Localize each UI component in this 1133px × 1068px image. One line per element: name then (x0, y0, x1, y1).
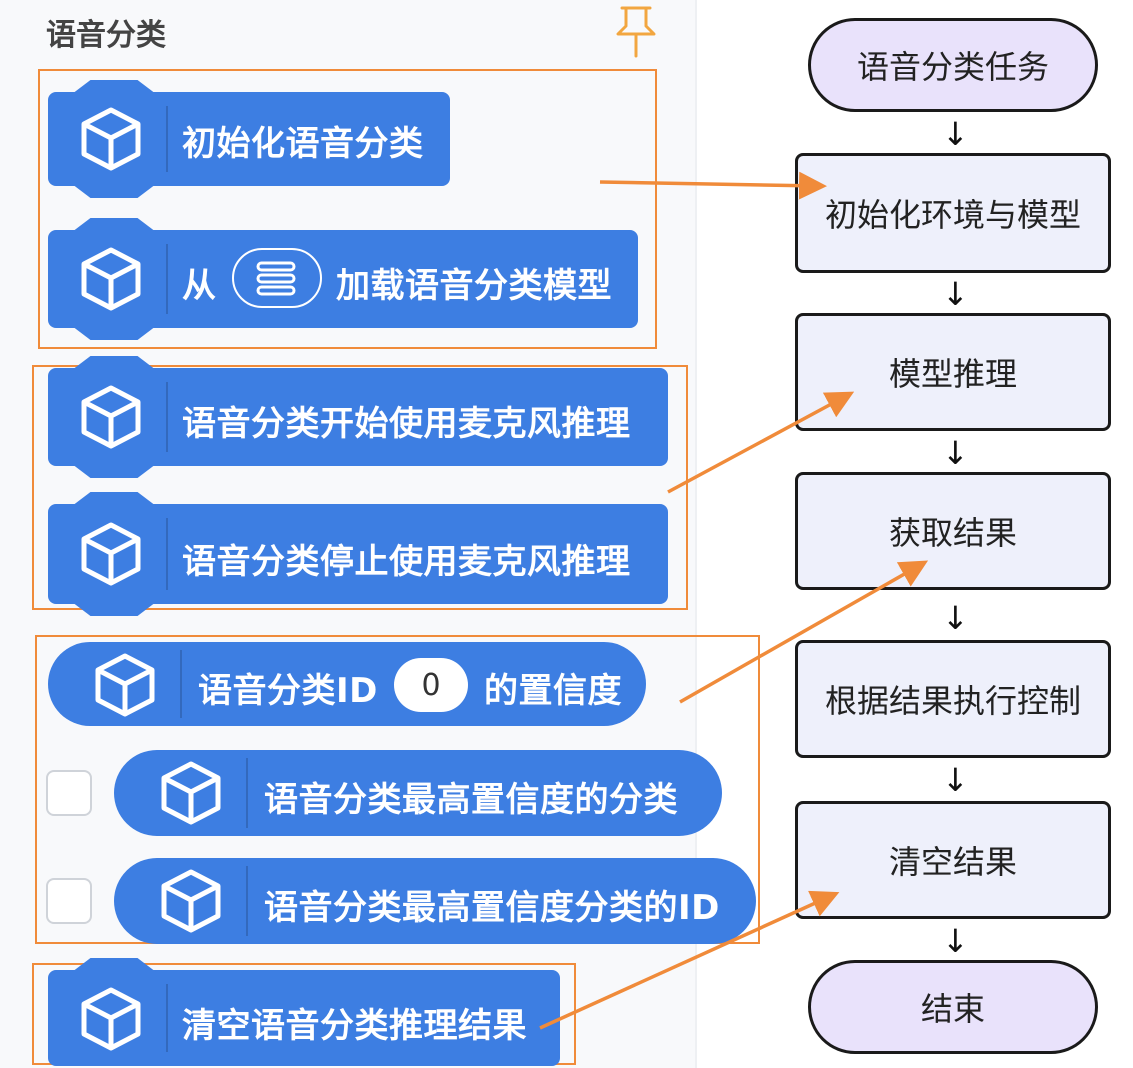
cube-icon (81, 385, 141, 449)
block-separator (166, 382, 168, 452)
block-separator (246, 866, 248, 936)
pin-icon[interactable] (614, 4, 658, 60)
clear-results-block[interactable]: 清空语音分类推理结果 (48, 958, 560, 1066)
cube-icon (95, 653, 155, 717)
top-class-id-checkbox[interactable] (46, 878, 92, 924)
down-arrow-icon: ↓ (942, 434, 969, 472)
top-class-checkbox[interactable] (46, 770, 92, 816)
start-mic-block[interactable]: 语音分类开始使用麦克风推理 (48, 356, 668, 478)
flow-step-control: 根据结果执行控制 (795, 640, 1111, 758)
down-arrow-icon: ↓ (942, 761, 969, 799)
block-separator (166, 984, 168, 1052)
block-top-notch (72, 356, 156, 370)
flow-end-node: 结束 (808, 960, 1098, 1054)
cube-icon (161, 761, 221, 825)
flow-step-clear: 清空结果 (795, 801, 1111, 919)
block-separator (166, 518, 168, 590)
flow-start-node: 语音分类任务 (808, 18, 1098, 112)
block-bottom-notch (72, 602, 156, 616)
model-list-dropdown[interactable] (232, 248, 322, 308)
stop-mic-block[interactable]: 语音分类停止使用麦克风推理 (48, 492, 668, 616)
clear-results-label: 清空语音分类推理结果 (182, 1006, 527, 1046)
flow-step-init: 初始化环境与模型 (795, 153, 1111, 273)
down-arrow-icon: ↓ (942, 115, 969, 153)
panel-divider (695, 0, 697, 1068)
down-arrow-icon: ↓ (942, 275, 969, 313)
stop-mic-label: 语音分类停止使用麦克风推理 (182, 542, 631, 582)
init-block[interactable]: 初始化语音分类 (48, 80, 450, 198)
category-title: 语音分类 (46, 18, 166, 53)
block-separator (166, 106, 168, 172)
down-arrow-icon: ↓ (942, 599, 969, 637)
top-class-reporter-block[interactable]: 语音分类最高置信度的分类 (114, 750, 722, 836)
block-separator (246, 758, 248, 828)
confidence-reporter-block[interactable]: 语音分类ID 0 的置信度 (48, 642, 646, 726)
block-top-notch (72, 218, 156, 232)
init-label: 初始化语音分类 (182, 124, 424, 164)
top-class-label: 语音分类最高置信度的分类 (264, 780, 678, 820)
down-arrow-icon: ↓ (942, 922, 969, 960)
cube-icon (161, 869, 221, 933)
cube-icon (81, 987, 141, 1051)
flow-step-inference: 模型推理 (795, 313, 1111, 431)
load-model-block[interactable]: 从 加载语音分类模型 (48, 218, 638, 340)
load-prefix-label: 从 (182, 266, 217, 306)
group-box-init (38, 69, 657, 349)
class-id-input[interactable]: 0 (394, 658, 468, 712)
cube-icon (81, 522, 141, 586)
cube-icon (81, 107, 141, 171)
list-icon (256, 261, 296, 296)
cube-icon (81, 247, 141, 311)
block-bottom-notch (72, 464, 156, 478)
top-class-id-label: 语音分类最高置信度分类的ID (264, 888, 720, 928)
block-separator (180, 650, 182, 718)
block-top-notch (72, 958, 156, 972)
start-mic-label: 语音分类开始使用麦克风推理 (182, 404, 631, 444)
block-top-notch (72, 80, 156, 94)
block-bottom-notch (72, 184, 156, 198)
top-class-id-reporter-block[interactable]: 语音分类最高置信度分类的ID (114, 858, 756, 944)
block-separator (166, 244, 168, 314)
confidence-suffix-label: 的置信度 (484, 671, 622, 711)
block-top-notch (72, 492, 156, 506)
confidence-prefix-label: 语音分类ID (198, 671, 378, 711)
flow-step-get-result: 获取结果 (795, 472, 1111, 590)
load-suffix-label: 加载语音分类模型 (336, 266, 612, 306)
block-bottom-notch (72, 326, 156, 340)
